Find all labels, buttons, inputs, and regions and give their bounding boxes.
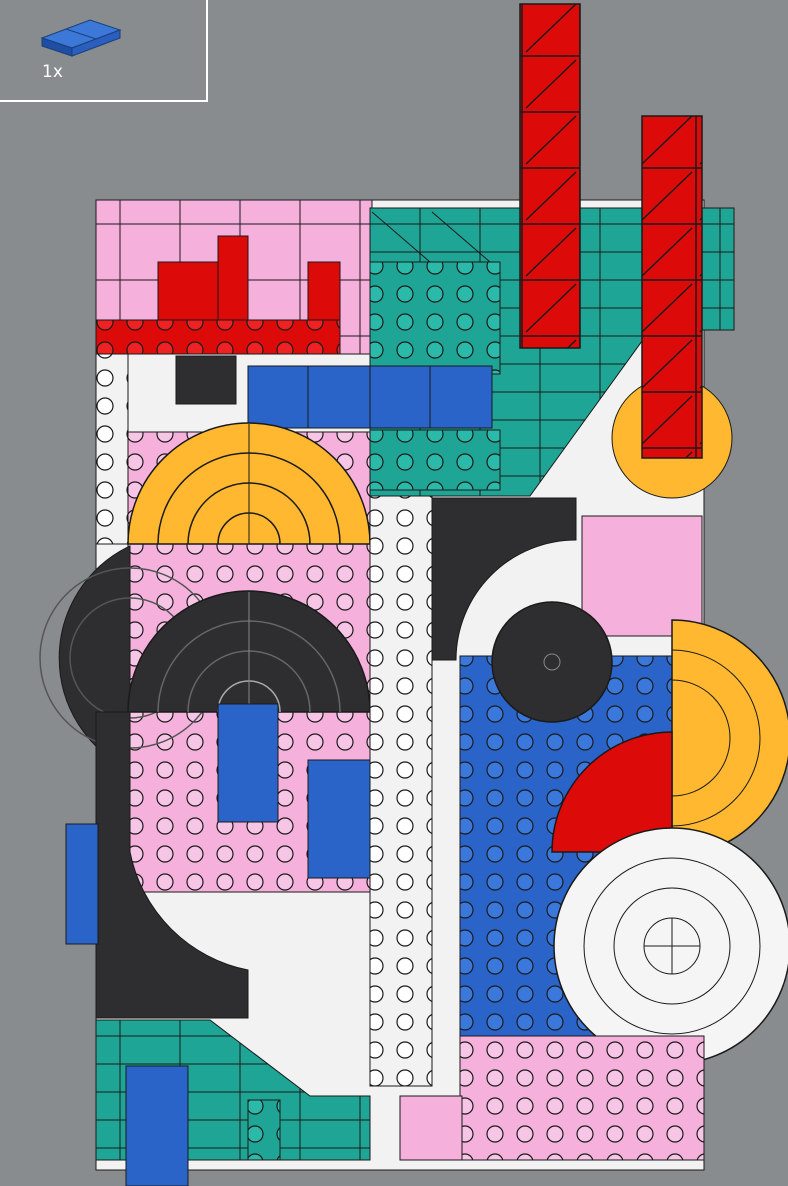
red-tall-column-left: [520, 4, 580, 348]
white-round-plate: [554, 828, 788, 1064]
top-left-pink-red-section: [96, 200, 372, 354]
left-white-column: [96, 354, 128, 544]
center-white-column: [370, 496, 432, 1086]
